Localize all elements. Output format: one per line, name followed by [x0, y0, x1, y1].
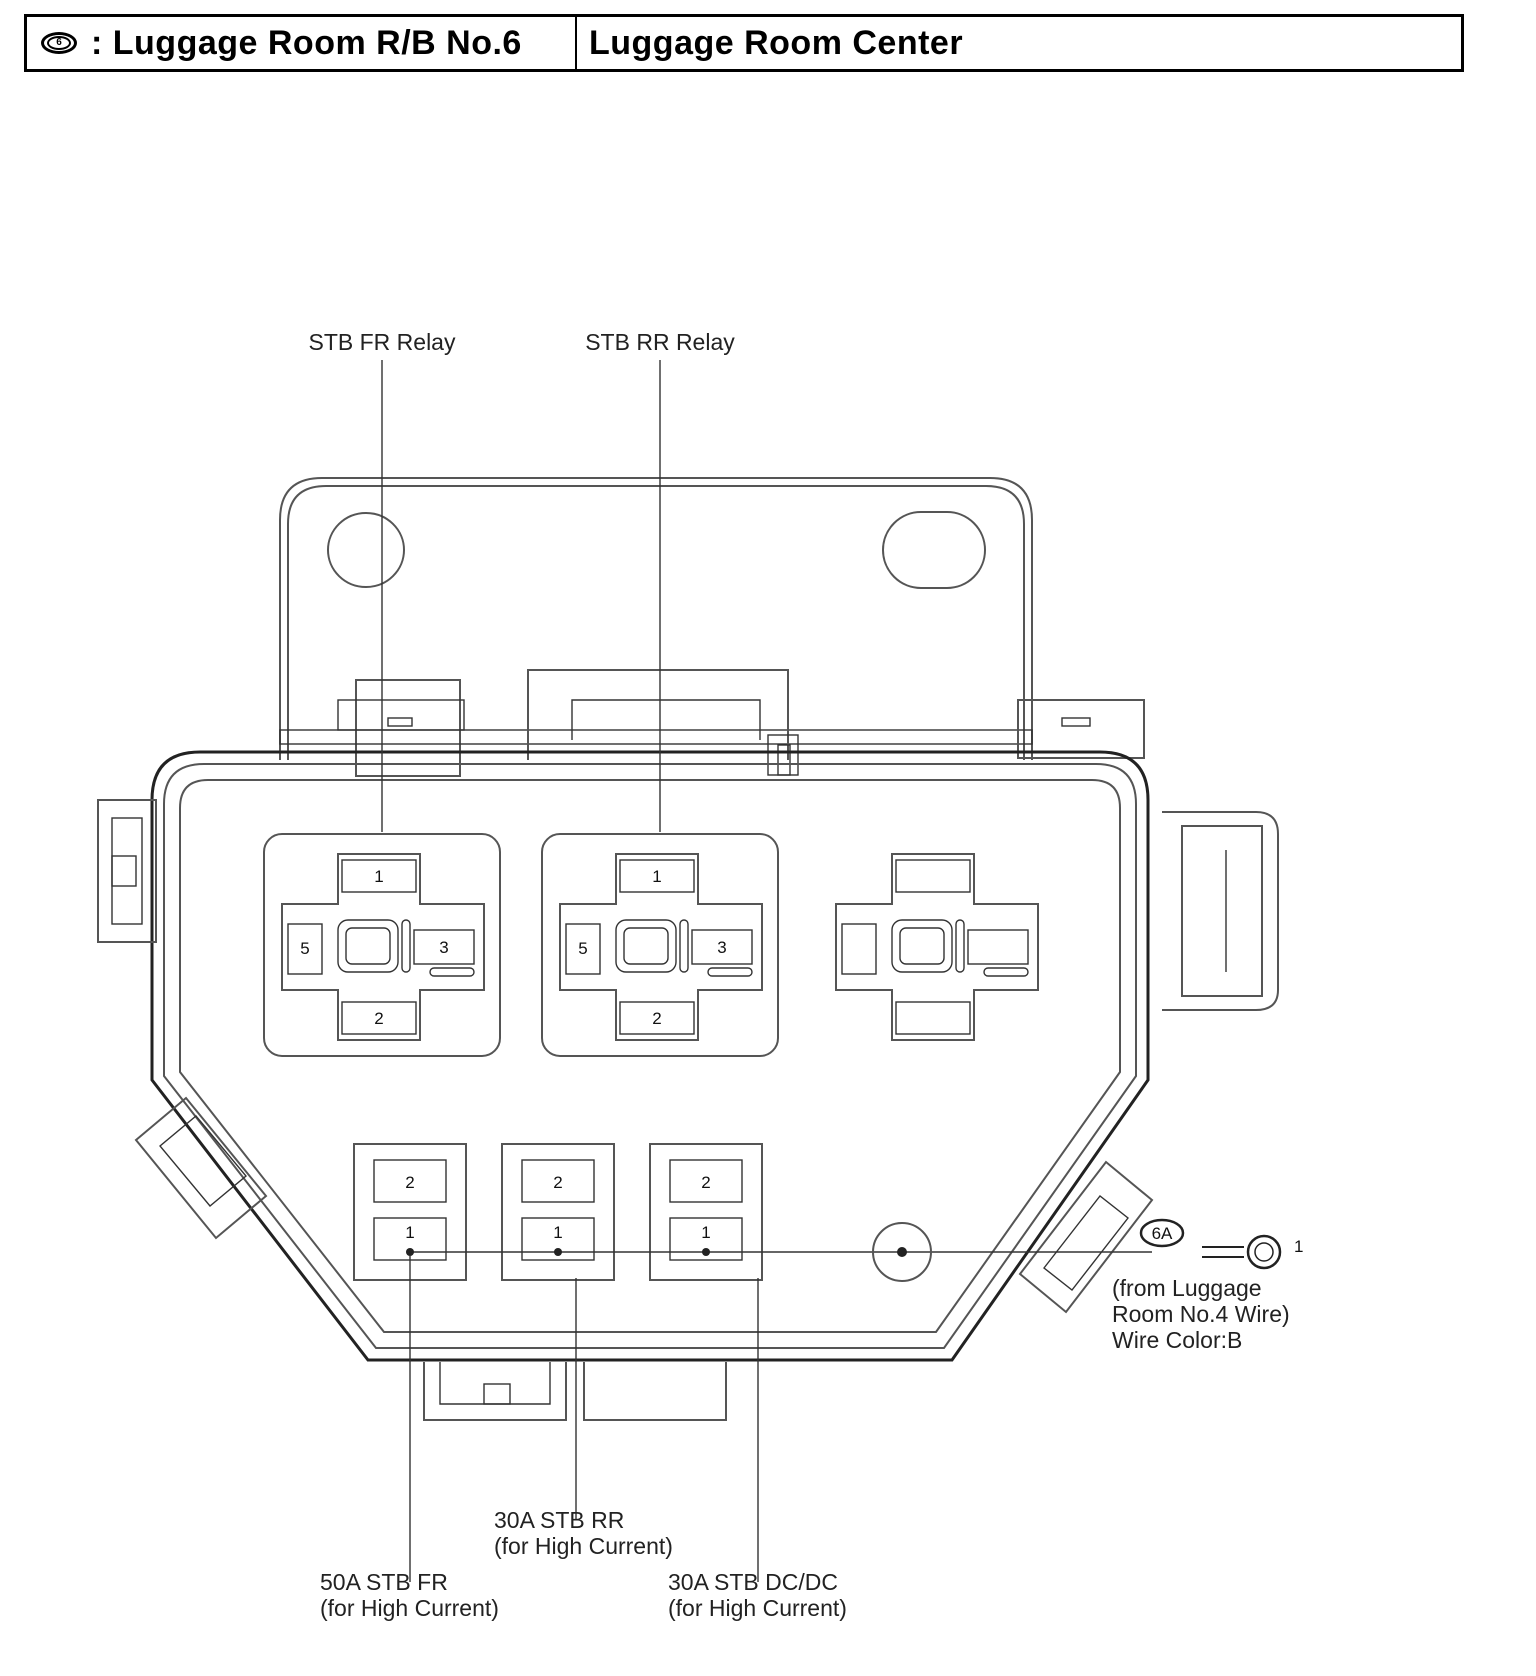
stb-rr-relay-label: STB RR Relay: [585, 329, 735, 355]
mounting-bracket: [279, 477, 1033, 760]
bus-bar: [406, 1222, 1152, 1282]
mount-hole-right-icon: [882, 511, 986, 589]
connector-note-line-2: Room No.4 Wire): [1112, 1301, 1290, 1327]
fuse-1-label-line-2: (for High Current): [320, 1595, 499, 1621]
fuse-2-label-line-2: (for High Current): [494, 1533, 673, 1559]
fuse-1-pin-1: 1: [405, 1223, 414, 1242]
header-box: 6 : Luggage Room R/B No.6 Luggage Room C…: [24, 14, 1464, 72]
connector-note-line-1: (from Luggage: [1112, 1275, 1262, 1301]
relay-block-housing: [150, 750, 1150, 1362]
fuse-2-pin-2: 2: [553, 1173, 562, 1192]
page-title: : Luggage Room R/B No.6: [91, 23, 522, 62]
fuse-3-pin-1: 1: [701, 1223, 710, 1242]
connector-pin-number: 1: [1294, 1237, 1303, 1256]
connector-code: 6A: [1152, 1224, 1173, 1243]
connector-code-badge-icon: [1139, 1218, 1185, 1248]
fuse-30a-stb-dcdc: 2 1: [649, 1143, 763, 1281]
spare-relay-socket: [835, 853, 1039, 1041]
stb-rr-pin-3: 3: [717, 938, 726, 957]
mount-hole-left-icon: [327, 512, 405, 588]
stb-rr-pin-1: 1: [652, 867, 661, 886]
connector-badge-icon: 6: [41, 32, 77, 54]
stb-rr-pin-2: 2: [652, 1009, 661, 1028]
header-left-cell: 6 : Luggage Room R/B No.6: [27, 17, 577, 69]
fuse-3-label-line-2: (for High Current): [668, 1595, 847, 1621]
stb-fr-pin-3: 3: [439, 938, 448, 957]
stb-fr-relay-socket: 1 5 3 2: [263, 833, 501, 1057]
leader-lines: [381, 360, 759, 1582]
fuse-3-label-line-1: 30A STB DC/DC: [668, 1569, 838, 1595]
stb-rr-relay-socket: 1 5 3 2: [541, 833, 779, 1057]
fuse-30a-stb-rr: 2 1: [501, 1143, 615, 1281]
badge-number: 6: [47, 36, 71, 50]
connector-note-line-3: Wire Color:B: [1112, 1327, 1242, 1353]
stb-rr-pin-5: 5: [578, 939, 587, 958]
fuse-2-label-line-1: 30A STB RR: [494, 1507, 624, 1533]
fuse-2-terminal-dot: [554, 1248, 562, 1256]
stb-fr-relay-label: STB FR Relay: [309, 329, 456, 355]
fuse-1-pin-2: 2: [405, 1173, 414, 1192]
top-latches: [279, 669, 1145, 777]
stb-fr-pin-1: 1: [374, 867, 383, 886]
stud-bolt-icon: [872, 1222, 932, 1282]
page-subtitle: Luggage Room Center: [589, 23, 964, 62]
fuse-3-terminal-dot: [702, 1248, 710, 1256]
side-tabs: [97, 799, 1279, 1314]
stb-fr-pin-5: 5: [300, 939, 309, 958]
fuse-2-pin-1: 1: [553, 1223, 562, 1242]
bottom-stubs: [423, 1362, 727, 1421]
connector-6a: 6A 1 (from Luggage Room No.4 Wire) Wire …: [1112, 1218, 1303, 1353]
fuse-1-label-line-1: 50A STB FR: [320, 1569, 448, 1595]
fuse-3-pin-2: 2: [701, 1173, 710, 1192]
fuse-1-terminal-dot: [406, 1248, 414, 1256]
stb-fr-pin-2: 2: [374, 1009, 383, 1028]
